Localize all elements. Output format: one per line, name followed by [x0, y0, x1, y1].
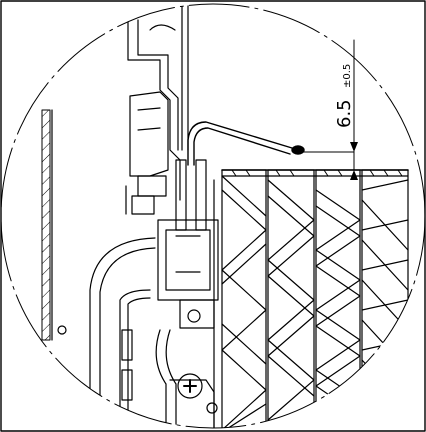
layered-panel-stack [221, 169, 409, 428]
phillips-screw-icon [177, 373, 203, 399]
lower-bracket [155, 329, 218, 428]
mounting-screw-small [187, 309, 201, 323]
mounting-bracket [127, 4, 189, 201]
dimension-value: 6.5 [334, 99, 355, 128]
detail-circle-boundary [0, 3, 426, 429]
vertical-posts [175, 159, 215, 428]
dimension-tolerance: ±0.5 [342, 64, 353, 88]
pipe-bend [89, 237, 156, 428]
latch-body [125, 91, 169, 215]
dimension-annotation: 6.5 ±0.5 [299, 39, 358, 180]
spring-wire-clip [187, 121, 305, 166]
dimension-arrow-icon-lower [350, 170, 358, 180]
dimension-arrow-icon [350, 142, 358, 152]
connector-block [157, 219, 219, 329]
left-side-panel [41, 109, 67, 341]
